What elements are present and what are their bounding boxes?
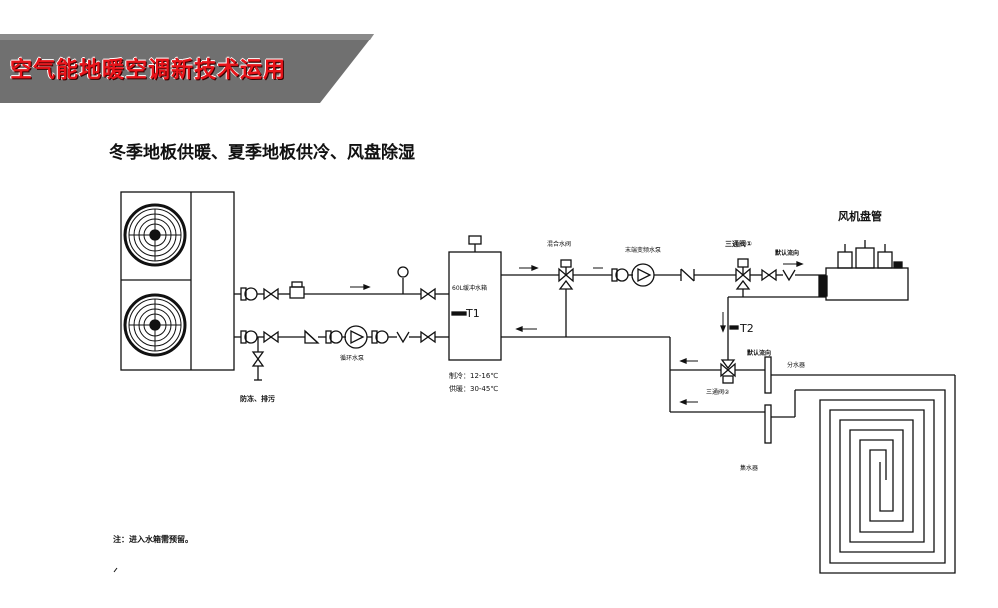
diagram-subtitle: 冬季地板供暖、夏季地板供冷、风盘除湿 <box>109 143 415 163</box>
three-way-valve-1-icon <box>735 258 751 290</box>
default-flow-label-2: 默认流向 <box>747 349 771 357</box>
end-pump-icon <box>631 263 655 287</box>
end-pump-label: 末端变频水泵 <box>625 246 661 254</box>
heat-pump-unit <box>120 191 235 371</box>
end-supply-line <box>501 258 826 360</box>
three-way-valve-2-icon <box>720 359 736 384</box>
buffer-tank <box>448 235 502 361</box>
mixing-valve-label: 混合水阀 <box>547 240 571 248</box>
tank-return-line <box>501 289 765 413</box>
floor-heating-coil <box>795 375 956 574</box>
pressure-gauge-icon <box>397 266 409 278</box>
page-title: 空气能地暖空调新技术运用 <box>10 58 287 83</box>
return-line <box>234 325 449 381</box>
default-flow-label-1: 默认流向 <box>775 249 799 257</box>
flow-switch-icon <box>289 286 305 299</box>
three-way-valve-1-label: 三通阀① <box>725 239 752 248</box>
t2-label: T2 <box>739 322 754 335</box>
distributor-icon <box>764 356 772 394</box>
collector-label: 集水器 <box>740 464 758 472</box>
circulation-pump-icon <box>344 325 368 349</box>
t1-label: T1 <box>465 307 480 320</box>
fan-icon <box>123 203 187 267</box>
footnote: 注：进入水箱需预留。 <box>113 534 193 544</box>
supply-line <box>234 266 449 301</box>
cooling-temp: 制冷：12-16℃ <box>449 371 498 380</box>
fan-coil-label: 风机盘管 <box>838 209 882 223</box>
collector-icon <box>764 404 772 444</box>
title-banner <box>0 34 374 103</box>
distributor-label: 分水器 <box>787 361 805 369</box>
mixing-valve-icon <box>558 259 574 290</box>
tank-label: 60L缓冲水箱 <box>452 284 487 292</box>
circulation-pump-label: 循环水泵 <box>340 354 364 362</box>
three-way-valve-2-label: 三通阀② <box>706 388 730 396</box>
drain-label: 防冻、排污 <box>240 394 275 403</box>
fan-coil-unit <box>818 240 909 301</box>
heating-temp: 供暖：30-45℃ <box>449 384 498 393</box>
fan-icon <box>123 293 187 357</box>
